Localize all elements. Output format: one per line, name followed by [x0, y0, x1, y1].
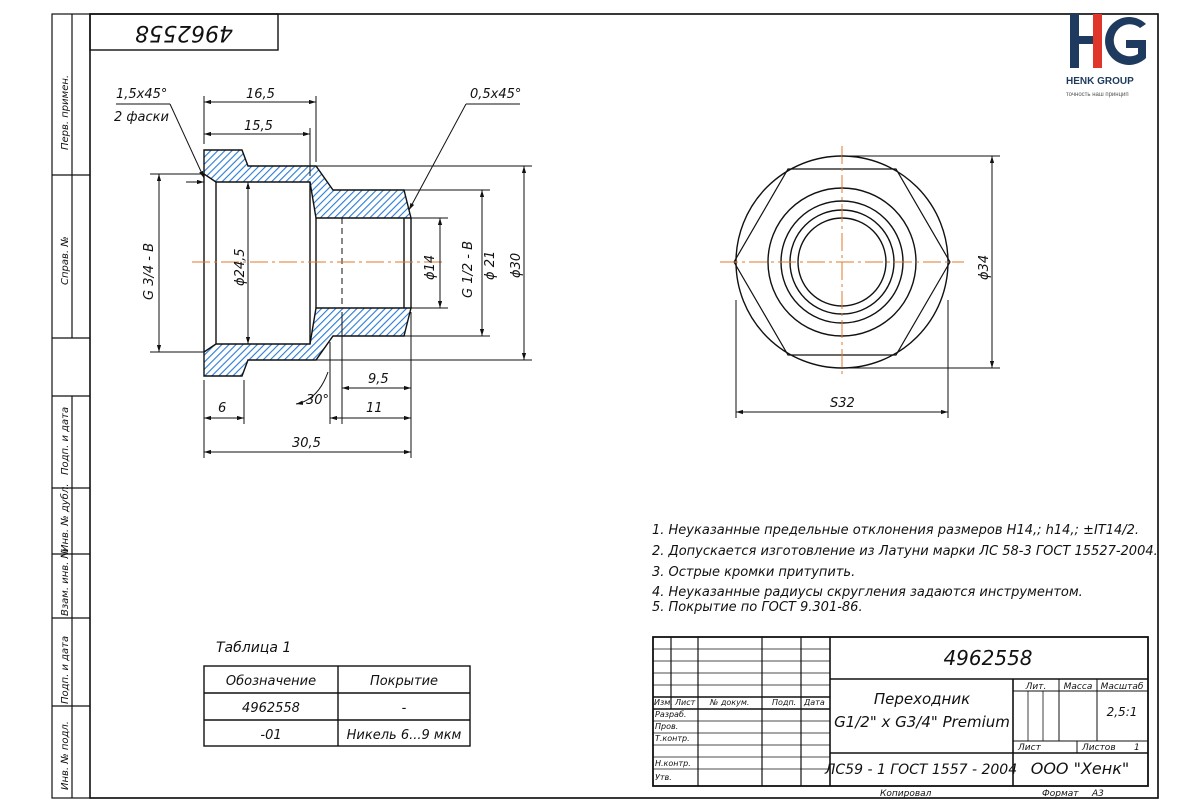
dim-24-5: ϕ24,5 [233, 248, 248, 286]
dim-11: 11 [366, 401, 383, 416]
title-col-header: № докум. [709, 698, 749, 707]
end-view-axes [720, 146, 964, 378]
side-stamp-label: Перв. примен. [60, 75, 71, 150]
part-name: Переходник [874, 690, 970, 708]
mirrored-drawing-number: 4962558 [135, 20, 233, 45]
logo-brand: HENK GROUP [1066, 76, 1134, 87]
title-row-label: Разраб. [655, 710, 686, 719]
part-name-variant: G1/2" x G3/4" Premium [834, 713, 1010, 731]
dim-16-5: 16,5 [246, 87, 275, 102]
chamfer-1-label: 1,5x45° [116, 87, 167, 102]
material: ЛС59 - 1 ГОСТ 1557 - 2004 [824, 762, 1017, 778]
note-line: 3. Острые кромки притупить. [652, 565, 855, 580]
thread-big-label: G 3/4 - B [142, 243, 157, 300]
chamfer-1-note: 2 фаски [114, 110, 169, 125]
title-row-label: Т.контр. [655, 734, 690, 743]
dim-9-5: 9,5 [368, 372, 389, 387]
table-cell: Никель 6...9 мкм [347, 728, 462, 743]
henk-group-logo: HENK GROUP точность наш принцип [1066, 14, 1146, 98]
sheets-value: 1 [1134, 743, 1140, 753]
table-cell: - [402, 701, 407, 716]
side-stamp-label: Инв. № подл. [60, 721, 71, 790]
scale-value: 2,5:1 [1107, 705, 1138, 719]
side-stamp-label: Подп. и дата [60, 407, 71, 475]
scale-label: Масштаб [1101, 682, 1144, 692]
mass-label: Масса [1064, 682, 1093, 692]
title-row-label: Н.контр. [655, 759, 691, 768]
chamfer-2-label: 0,5x45° [470, 87, 521, 102]
thread-small-label: G 1/2 - B [461, 241, 476, 298]
dim-30-5: 30,5 [292, 436, 321, 451]
sheets-label: Листов [1081, 743, 1116, 753]
note-line: 1. Неуказанные предельные отклонения раз… [652, 523, 1139, 538]
side-stamp-label: Справ. № [60, 236, 71, 285]
title-block [652, 636, 1149, 787]
table-cell: 4962558 [242, 701, 300, 716]
title-col-header: Подп. [772, 698, 796, 707]
angle-30: 30° [306, 393, 329, 408]
mirrored-number-box [89, 13, 279, 51]
copied-label: Копировал [880, 789, 932, 799]
title-doc-number: 4962558 [943, 646, 1032, 670]
section-wall-upper [203, 149, 412, 219]
side-stamp-label: Взам. инв. № [60, 548, 71, 616]
technical-notes: 1. Неуказанные предельные отклонения раз… [652, 523, 1158, 615]
title-col-header: Дата [803, 698, 825, 707]
format-value: А3 [1091, 789, 1104, 799]
note-line: 5. Покрытие по ГОСТ 9.301-86. [652, 600, 863, 615]
dim-s32: S32 [830, 396, 855, 411]
note-line: 2. Допускается изготовление из Латуни ма… [652, 544, 1158, 559]
title-row-label: Пров. [655, 722, 678, 731]
dim-14: ϕ14 [423, 255, 438, 280]
table-header: Покрытие [370, 674, 438, 689]
title-row-label: Утв. [655, 773, 672, 782]
company-name: ООО "Хенк" [1031, 759, 1130, 778]
side-stamp-label: Инв. № дубл. [59, 484, 71, 552]
dim-21: ϕ 21 [483, 251, 498, 280]
side-stamp [52, 14, 90, 798]
hg-mark [1070, 14, 1146, 68]
sheet-label: Лист [1017, 743, 1042, 753]
title-col-header: Изм. [654, 698, 673, 707]
section-wall-lower [203, 307, 412, 377]
drawing-frame [89, 13, 1159, 799]
note-line: 4. Неуказанные радиусы скругления задают… [652, 585, 1083, 600]
variants-table [203, 665, 471, 747]
dim-30: ϕ30 [509, 253, 524, 278]
section-view [116, 96, 532, 458]
dim-34: ϕ34 [977, 255, 992, 280]
format-label: Формат [1042, 789, 1079, 799]
dim-15-5: 15,5 [244, 119, 273, 134]
logo-tagline: точность наш принцип [1066, 92, 1129, 98]
dim-6: 6 [218, 401, 226, 416]
side-stamp-label: Подп. и дата [60, 636, 71, 704]
title-col-header: Лист [674, 698, 696, 707]
table-header: Обозначение [226, 674, 316, 689]
table-title: Таблица 1 [216, 640, 291, 656]
table-cell: -01 [260, 728, 281, 743]
lit-label: Лит. [1025, 682, 1047, 692]
